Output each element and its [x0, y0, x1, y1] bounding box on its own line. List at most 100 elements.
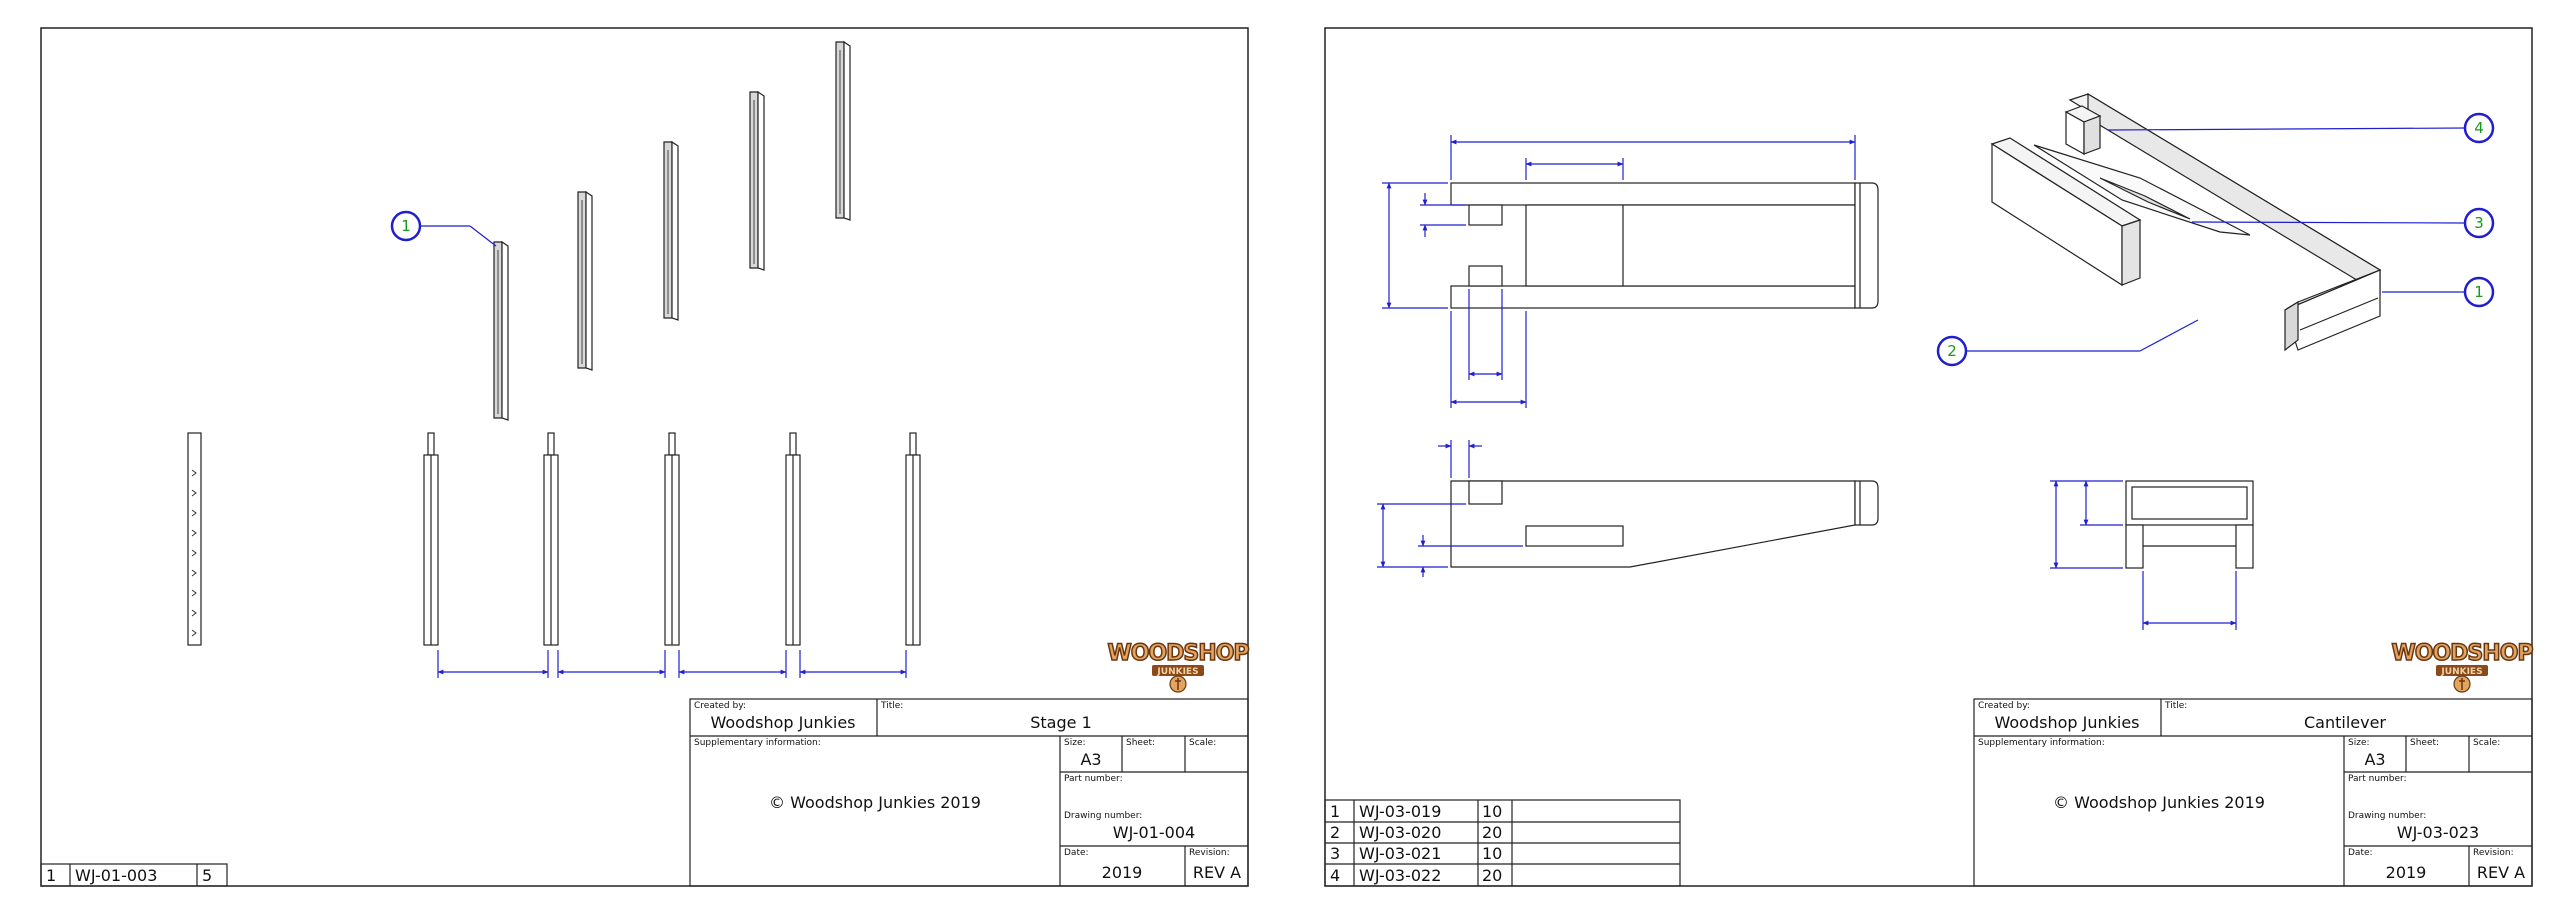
- top-view-dimensions: [1382, 135, 1856, 408]
- bom-qty: 5: [202, 866, 212, 885]
- isometric-view: [1990, 92, 2382, 352]
- balloon-label: 3: [2474, 214, 2484, 232]
- bom-qty: 20: [1482, 866, 1502, 885]
- woodshop-junkies-logo: WOODSHOP JUNKIES: [2391, 640, 2535, 693]
- part-number-label: Part number:: [2348, 774, 2407, 784]
- logo-word-2: JUNKIES: [2440, 667, 2482, 677]
- front-view-rails: [423, 432, 921, 646]
- top-view: [1450, 182, 1879, 309]
- logo-word-2: JUNKIES: [1156, 667, 1198, 677]
- date-label: Date:: [1064, 848, 1089, 858]
- iso-rail-4: [749, 90, 765, 271]
- spacing-dimensions: [437, 650, 907, 678]
- drawing-number-label: Drawing number:: [1064, 811, 1142, 821]
- supplementary-label: Supplementary information:: [1978, 738, 2105, 748]
- front-rail-3: [664, 432, 680, 646]
- balloon-label: 2: [1947, 342, 1957, 360]
- created-by-value: Woodshop Junkies: [710, 713, 855, 732]
- balloon-label: 1: [401, 217, 411, 235]
- title-value: Stage 1: [1030, 713, 1092, 732]
- drawing-number-value: WJ-01-004: [1113, 823, 1195, 842]
- bom-qty: 20: [1482, 823, 1502, 842]
- created-by-label: Created by:: [694, 701, 746, 711]
- bom-item: 1: [46, 866, 56, 885]
- woodshop-junkies-logo: WOODSHOP JUNKIES: [1107, 640, 1251, 693]
- front-rail-1: [423, 432, 439, 646]
- supplementary-label: Supplementary information:: [694, 738, 821, 748]
- front-rail-5: [905, 432, 921, 646]
- bom-part: WJ-01-003: [75, 866, 157, 885]
- revision-label: Revision:: [1189, 848, 1230, 858]
- revision-value: REV A: [1193, 863, 1241, 882]
- end-view-dimensions: [2050, 480, 2237, 630]
- title-label: Title:: [2164, 701, 2187, 711]
- iso-rail-3: [663, 140, 679, 321]
- scale-label: Scale:: [1189, 738, 1216, 748]
- title-label: Title:: [880, 701, 903, 711]
- balloon-3: 3: [2191, 207, 2495, 239]
- front-rail-4: [785, 432, 801, 646]
- created-by-label: Created by:: [1978, 701, 2030, 711]
- created-by-value: Woodshop Junkies: [1994, 713, 2139, 732]
- balloon-label: 1: [2474, 283, 2484, 301]
- sheet-border: [40, 27, 1249, 887]
- size-label: Size:: [2348, 738, 2370, 748]
- sheet-label: Sheet:: [2410, 738, 2439, 748]
- scale-label: Scale:: [2473, 738, 2500, 748]
- bom-row: 1 WJ-03-019 10: [1330, 802, 1502, 821]
- bom-item: 3: [1330, 844, 1340, 863]
- size-label: Size:: [1064, 738, 1086, 748]
- copyright-text: © Woodshop Junkies 2019: [769, 793, 981, 812]
- isometric-rails: [493, 40, 851, 421]
- balloon-4: 4: [2107, 112, 2495, 144]
- logo-word-1: WOODSHOP: [1107, 641, 1249, 666]
- bom-item: 4: [1330, 866, 1340, 885]
- side-view-rail: [187, 432, 202, 646]
- size-value: A3: [2364, 750, 2385, 769]
- iso-rail-5: [835, 40, 851, 221]
- iso-rail-2: [577, 190, 593, 371]
- isometric-balloons: 4 3 1 2: [1936, 112, 2495, 367]
- sheet-label: Sheet:: [1126, 738, 1155, 748]
- end-view: [2125, 480, 2254, 569]
- balloon-label: 4: [2474, 119, 2484, 137]
- bom-item: 1: [1330, 802, 1340, 821]
- date-value: 2019: [1102, 863, 1143, 882]
- bom-part: WJ-03-019: [1359, 802, 1441, 821]
- bom-row: 4 WJ-03-022 20: [1330, 866, 1502, 885]
- bom-row: 2 WJ-03-020 20: [1330, 823, 1502, 842]
- revision-value: REV A: [2477, 863, 2525, 882]
- title-value: Cantilever: [2304, 713, 2386, 732]
- bom-qty: 10: [1482, 844, 1502, 863]
- bom-qty: 10: [1482, 802, 1502, 821]
- copyright-text: © Woodshop Junkies 2019: [2053, 793, 2265, 812]
- side-view: [1450, 480, 1879, 568]
- balloon-1: 1: [2382, 276, 2495, 308]
- bom-part: WJ-03-020: [1359, 823, 1441, 842]
- sheet-stage-1: 1: [40, 27, 1251, 887]
- bom-row: 1 WJ-01-003 5: [46, 866, 212, 885]
- front-rail-2: [543, 432, 559, 646]
- sheet-border: [1324, 27, 2533, 887]
- bom-part: WJ-03-021: [1359, 844, 1441, 863]
- revision-label: Revision:: [2473, 848, 2514, 858]
- side-view-dimensions: [1377, 440, 1523, 577]
- bom-table: 1 WJ-03-019 10 2 WJ-03-020 20 3 WJ-03-02…: [1324, 799, 1681, 887]
- size-value: A3: [1080, 750, 1101, 769]
- logo-word-1: WOODSHOP: [2391, 641, 2533, 666]
- iso-rail-1: [493, 240, 509, 421]
- date-label: Date:: [2348, 848, 2373, 858]
- sheet-cantilever: 4 3 1 2 WOODSHOP JUNKIES: [1324, 27, 2535, 887]
- bom-item: 2: [1330, 823, 1340, 842]
- date-value: 2019: [2386, 863, 2427, 882]
- title-block: [1973, 698, 2533, 887]
- drawing-number-label: Drawing number:: [2348, 811, 2426, 821]
- part-number-label: Part number:: [1064, 774, 1123, 784]
- bom-part: WJ-03-022: [1359, 866, 1441, 885]
- balloon-2: 2: [1936, 319, 2199, 367]
- bom-row: 3 WJ-03-021 10: [1330, 844, 1502, 863]
- drawing-number-value: WJ-03-023: [2397, 823, 2479, 842]
- title-block: [689, 698, 1249, 887]
- balloon-1: 1: [390, 210, 497, 247]
- bom-table: 1 WJ-01-003 5: [40, 863, 228, 887]
